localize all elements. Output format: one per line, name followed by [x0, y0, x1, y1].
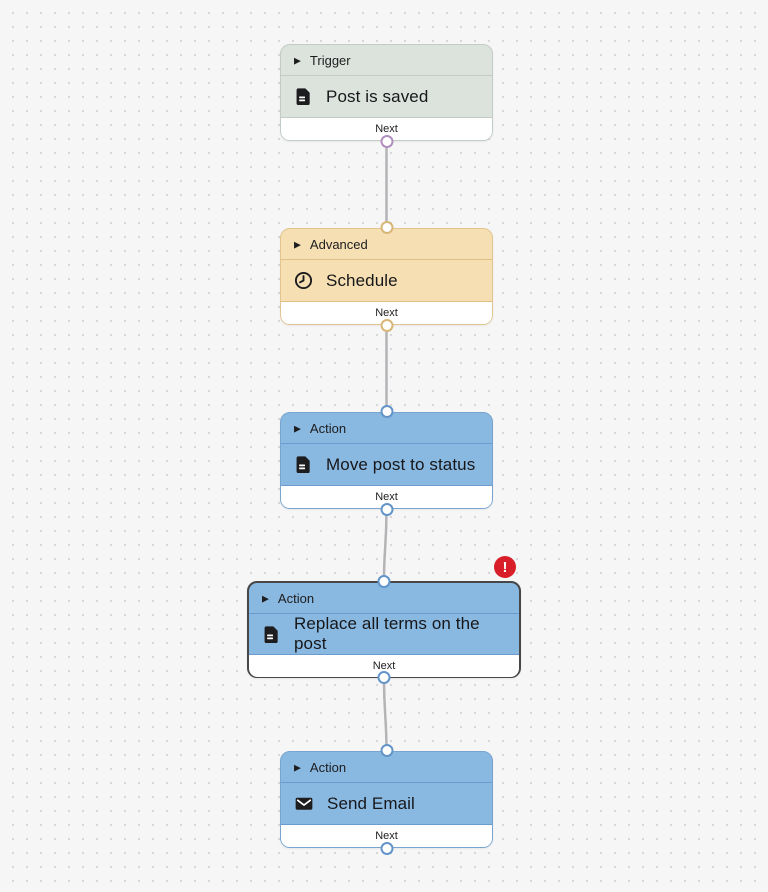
input-port[interactable]: [380, 405, 393, 418]
output-port[interactable]: [380, 135, 393, 148]
node-body: Replace all terms on the post: [249, 614, 519, 654]
node-footer: Next: [281, 301, 492, 324]
next-label: Next: [372, 660, 396, 672]
node-title: Replace all terms on the post: [294, 614, 480, 653]
document-icon: [294, 455, 313, 474]
input-port[interactable]: [377, 575, 391, 588]
node-body: Post is saved: [281, 76, 492, 117]
action-node-send-email[interactable]: ▶ Action Send Email Next: [280, 744, 493, 855]
node-header[interactable]: ▶ Trigger: [281, 45, 492, 76]
output-port[interactable]: [380, 503, 393, 516]
connector-line: [382, 508, 388, 582]
node-footer: Next: [281, 824, 492, 847]
node-category-label: Advanced: [309, 236, 368, 252]
node-footer: Next: [281, 117, 492, 140]
collapse-triangle-icon[interactable]: ▶: [294, 762, 301, 772]
node-header[interactable]: ▶ Action: [281, 752, 492, 783]
node-header[interactable]: ▶ Action: [281, 413, 492, 444]
document-icon: [294, 87, 313, 106]
action-node-move-post-to-status[interactable]: ▶ Action Move post to status Next: [280, 405, 493, 516]
connector-line: [382, 677, 388, 752]
node-footer: Next: [281, 485, 492, 508]
node-title: Schedule: [326, 270, 398, 290]
node-header[interactable]: ▶ Action: [249, 583, 519, 614]
node-header[interactable]: ▶ Advanced: [281, 229, 492, 260]
clock-icon: [294, 271, 313, 290]
node-category-label: Trigger: [309, 52, 351, 68]
node-title: Post is saved: [326, 86, 429, 106]
next-label: Next: [375, 491, 398, 503]
advanced-node-schedule[interactable]: ▶ Advanced Schedule Next: [280, 221, 493, 332]
next-label: Next: [375, 307, 398, 319]
node-category-label: Action: [309, 759, 347, 775]
node-body: Send Email: [281, 783, 492, 824]
collapse-triangle-icon[interactable]: ▶: [294, 239, 301, 249]
input-port[interactable]: [380, 221, 393, 234]
envelope-icon: [294, 794, 314, 813]
output-port[interactable]: [377, 671, 391, 684]
collapse-triangle-icon[interactable]: ▶: [262, 593, 269, 603]
node-title: Move post to status: [326, 454, 476, 474]
node-category-label: Action: [277, 590, 315, 606]
output-port[interactable]: [380, 842, 393, 855]
output-port[interactable]: [380, 319, 393, 332]
node-title: Send Email: [327, 793, 415, 813]
input-port[interactable]: [380, 744, 393, 757]
node-footer: Next: [249, 654, 519, 677]
node-category-label: Action: [309, 420, 347, 436]
collapse-triangle-icon[interactable]: ▶: [294, 55, 301, 65]
next-label: Next: [375, 830, 398, 842]
next-label: Next: [375, 123, 398, 135]
trigger-node-post-is-saved[interactable]: ▶ Trigger Post is saved Next: [280, 44, 493, 148]
node-body: Move post to status: [281, 444, 492, 485]
collapse-triangle-icon[interactable]: ▶: [294, 423, 301, 433]
node-body: Schedule: [281, 260, 492, 301]
action-node-replace-all-terms[interactable]: ▶ Action Replace all terms on the post N…: [247, 556, 521, 684]
document-icon: [262, 625, 281, 644]
error-badge[interactable]: !: [494, 556, 516, 578]
